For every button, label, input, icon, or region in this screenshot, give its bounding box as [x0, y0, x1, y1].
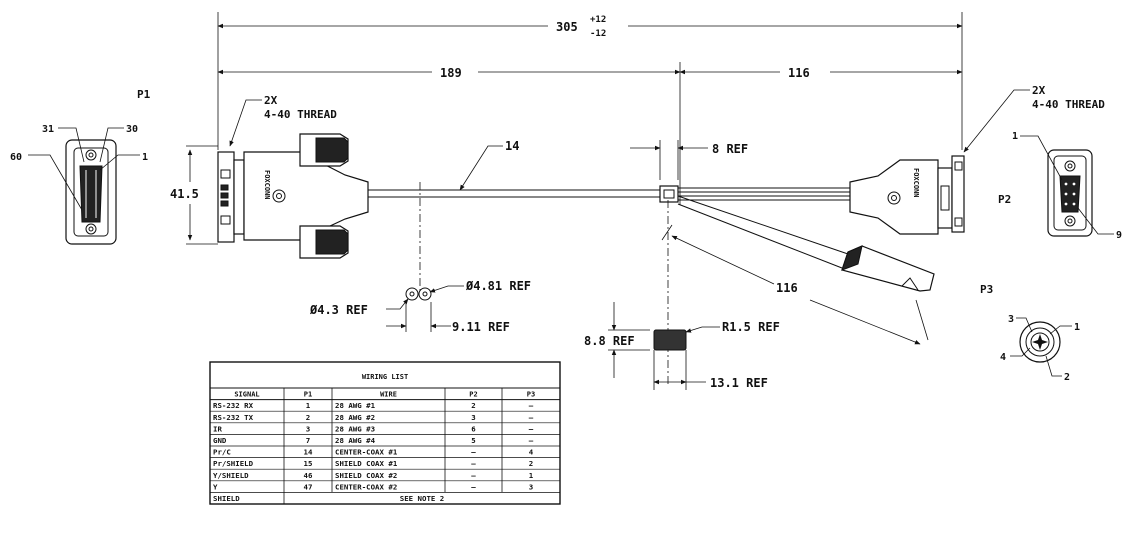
wiring-cell: Pr/C: [213, 448, 231, 457]
wiring-cell: 1: [529, 471, 534, 480]
ref-88: 8.8 REF: [584, 334, 635, 348]
segment-dimensions: 189 116: [217, 62, 963, 205]
wiring-header-signal: SIGNAL: [234, 391, 259, 399]
wiring-cell: 7: [306, 436, 310, 445]
wiring-cell: Y: [213, 482, 218, 491]
wiring-header-wire: WIRE: [380, 391, 397, 399]
overall-tol-plus: +12: [590, 15, 606, 25]
wiring-cell: —: [471, 459, 476, 468]
wiring-shield-signal: SHIELD: [213, 494, 240, 503]
p3-end-view: P3 3 1 4 2: [980, 283, 1080, 383]
split-boot: 8 REF: [630, 140, 748, 385]
wiring-cell: 28 AWG #1: [335, 401, 376, 410]
branch-p3: 116: [661, 195, 935, 345]
boot-section-detail: 8.8 REF R1.5 REF 13.1 REF: [584, 302, 780, 390]
boot-ref: 8 REF: [712, 142, 748, 156]
wiring-cell: Pr/SHIELD: [213, 459, 254, 468]
p3-pin-2: 2: [1064, 372, 1070, 383]
left-segment-length: 189: [440, 66, 462, 80]
wiring-cell: GND: [213, 436, 227, 445]
wiring-cell: —: [529, 401, 534, 410]
wiring-cell: 1: [306, 401, 311, 410]
wiring-cell: —: [471, 482, 476, 491]
wiring-cell: 2: [529, 459, 533, 468]
ref-131: 13.1 REF: [710, 376, 768, 390]
p3-pin-3: 3: [1008, 314, 1014, 325]
wiring-cell: 2: [471, 401, 475, 410]
p1-pin-1: 1: [142, 152, 148, 163]
wiring-cell: Y/SHIELD: [213, 471, 249, 480]
p2-connector: FOXCONN 2X 4-40 THREAD: [849, 84, 1105, 235]
wiring-cell: 5: [471, 436, 475, 445]
wiring-cell: 28 AWG #3: [335, 424, 375, 433]
p2-thread: 4-40 THREAD: [1032, 98, 1105, 111]
wiring-cell: —: [471, 471, 476, 480]
wiring-cell: RS-232 TX: [213, 413, 254, 422]
wiring-cell: —: [471, 448, 476, 457]
wiring-cell: 15: [304, 459, 313, 468]
p2-label: P2: [998, 193, 1011, 206]
wiring-cell: 3: [529, 482, 533, 491]
p3-pin-1: 1: [1074, 322, 1080, 333]
p2-thread-qty: 2X: [1032, 84, 1046, 97]
ref-911: 9.11 REF: [452, 320, 510, 334]
p3-label: P3: [980, 283, 993, 296]
dia-481: Ø4.81 REF: [465, 279, 531, 293]
p1-pin-60: 60: [10, 152, 22, 163]
wiring-header-p2: P2: [469, 391, 477, 399]
wiring-cell: CENTER-COAX #2: [335, 482, 397, 491]
wiring-header-p1: P1: [304, 391, 312, 399]
ref-r15: R1.5 REF: [722, 320, 780, 334]
p3-pin-4: 4: [1000, 352, 1006, 363]
p1-thread-qty: 2X: [264, 94, 278, 107]
p2-end-view: P2 1 9: [998, 131, 1122, 241]
wiring-cell: —: [529, 436, 534, 445]
p1-pin-30: 30: [126, 124, 138, 135]
p2-logo: FOXCONN: [912, 168, 920, 198]
overall-dimension: 305 +12 -12: [217, 12, 963, 150]
p1-pin-31: 31: [42, 124, 54, 135]
overall-length: 305: [556, 20, 578, 34]
wiring-cell: 3: [306, 424, 310, 433]
right-segment-length: 116: [788, 66, 810, 80]
wiring-cell: 3: [471, 413, 475, 422]
dia-43: Ø4.3 REF: [309, 303, 368, 317]
wiring-cell: 28 AWG #2: [335, 413, 375, 422]
cable-section-detail: Ø4.81 REF Ø4.3 REF 9.11 REF: [309, 279, 531, 334]
wiring-cell: —: [529, 424, 534, 433]
p1-label: P1: [137, 88, 151, 101]
p1-logo: FOXCONN: [263, 170, 271, 200]
p1-height: 41.5: [170, 187, 199, 201]
wiring-table-title: WIRING LIST: [362, 373, 408, 381]
wiring-cell: CENTER-COAX #1: [335, 448, 398, 457]
wiring-cell: 6: [471, 424, 476, 433]
main-cable: 14: [368, 139, 660, 292]
wiring-header-p3: P3: [527, 391, 535, 399]
p1-connector: 41.5 FOXCONN 2X 4-40 THREAD: [170, 94, 369, 259]
p2-pin-1: 1: [1012, 131, 1018, 142]
p1-end-view: P1 31 30 60 1: [10, 88, 151, 245]
p1-thread: 4-40 THREAD: [264, 108, 337, 121]
wiring-cell: 4: [529, 448, 534, 457]
wiring-cell: 14: [304, 448, 313, 457]
wiring-cell: SHIELD COAX #2: [335, 471, 397, 480]
p2-pin-9: 9: [1116, 230, 1122, 241]
overall-tol-minus: -12: [590, 29, 606, 39]
wiring-cell: 28 AWG #4: [335, 436, 376, 445]
branch-length: 116: [776, 281, 798, 295]
wiring-cell: SHIELD COAX #1: [335, 459, 398, 468]
p2-wires: [678, 187, 850, 201]
wiring-cell: 47: [304, 482, 313, 491]
wiring-shield-note: SEE NOTE 2: [400, 494, 445, 503]
wiring-cell: IR: [213, 424, 222, 433]
wiring-cell: RS-232 RX: [213, 401, 254, 410]
wiring-cell: —: [529, 413, 534, 422]
cable-id: 14: [505, 139, 519, 153]
wiring-cell: 46: [304, 471, 313, 480]
wiring-cell: 2: [306, 413, 310, 422]
